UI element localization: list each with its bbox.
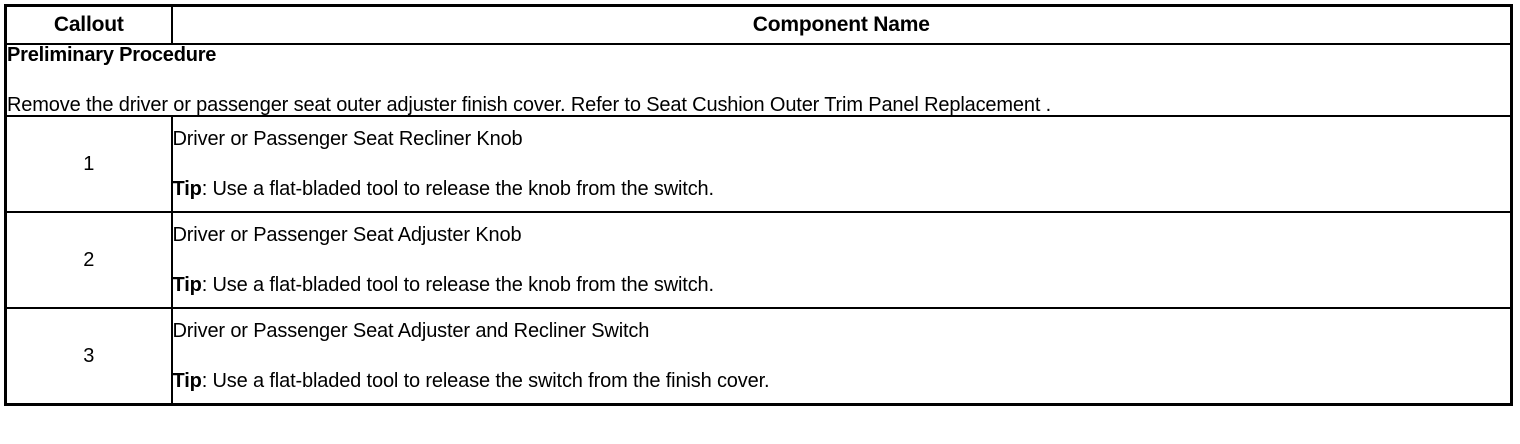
component-tip: Tip: Use a flat-bladed tool to release t… <box>173 179 1511 199</box>
component-name-text: Driver or Passenger Seat Adjuster Knob <box>172 224 522 246</box>
callout-number: 2 <box>83 248 95 271</box>
table-header-row: Callout Component Name <box>4 4 1513 45</box>
callout-number-cell: 1 <box>4 115 173 213</box>
tip-label: Tip <box>172 370 202 392</box>
component-description-cell: Driver or Passenger Seat Adjuster and Re… <box>170 307 1513 406</box>
tip-text: : Use a flat-bladed tool to release the … <box>201 178 714 200</box>
table-row: 3 Driver or Passenger Seat Adjuster and … <box>4 307 1513 406</box>
preliminary-procedure-title: Preliminary Procedure <box>7 44 217 66</box>
preliminary-procedure-text: Remove the driver or passenger seat oute… <box>7 94 1052 116</box>
header-cell-component-name: Component Name <box>170 4 1513 45</box>
component-description-cell: Driver or Passenger Seat Recliner Knob T… <box>170 115 1513 213</box>
component-callout-table: Callout Component Name Preliminary Proce… <box>4 4 1513 406</box>
tip-text: : Use a flat-bladed tool to release the … <box>201 274 714 296</box>
table-row: 1 Driver or Passenger Seat Recliner Knob… <box>4 115 1513 213</box>
component-description-cell: Driver or Passenger Seat Adjuster Knob T… <box>170 211 1513 309</box>
component-tip: Tip: Use a flat-bladed tool to release t… <box>173 371 1511 391</box>
component-name-text: Driver or Passenger Seat Adjuster and Re… <box>172 320 650 342</box>
header-cell-callout: Callout <box>4 4 173 45</box>
preliminary-procedure-row: Preliminary Procedure Remove the driver … <box>4 43 1513 117</box>
preliminary-procedure-cell: Preliminary Procedure Remove the driver … <box>4 43 1513 117</box>
tip-text: : Use a flat-bladed tool to release the … <box>201 370 770 392</box>
header-label-callout: Callout <box>53 13 124 36</box>
component-name-text: Driver or Passenger Seat Recliner Knob <box>172 128 523 150</box>
tip-label: Tip <box>172 178 202 200</box>
callout-number-cell: 2 <box>4 211 173 309</box>
callout-number: 1 <box>83 152 95 175</box>
tip-label: Tip <box>172 274 202 296</box>
callout-table-container: Callout Component Name Preliminary Proce… <box>4 4 1513 406</box>
callout-number: 3 <box>83 344 95 367</box>
component-tip: Tip: Use a flat-bladed tool to release t… <box>173 275 1511 295</box>
callout-number-cell: 3 <box>4 307 173 406</box>
table-row: 2 Driver or Passenger Seat Adjuster Knob… <box>4 211 1513 309</box>
header-label-component-name: Component Name <box>752 13 930 36</box>
